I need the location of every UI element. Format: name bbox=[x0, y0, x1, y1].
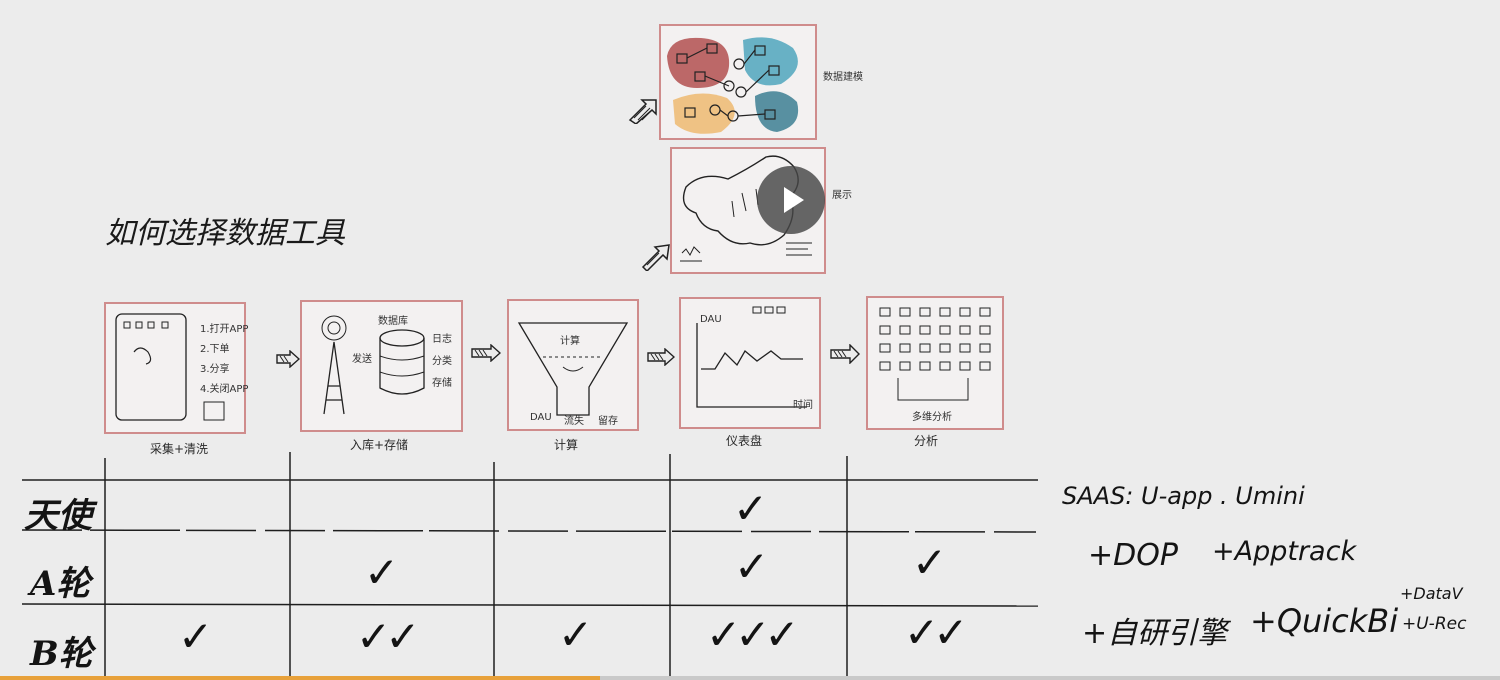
analysis-inner-label: 多维分析 bbox=[912, 412, 952, 423]
data-modeling-label: 数据建模 bbox=[823, 72, 863, 83]
check-b-analysis: ✓✓ bbox=[904, 608, 968, 657]
note-apptrack: +Apptrack bbox=[1212, 536, 1357, 567]
display-label: 展示 bbox=[832, 190, 852, 201]
dashboard-axis-y: DAU bbox=[700, 314, 722, 325]
stage-caption-collect: 采集+清洗 bbox=[150, 442, 209, 456]
store-panel bbox=[300, 300, 463, 432]
note-quickbi: +QuickBi bbox=[1250, 602, 1399, 640]
phone-sketch bbox=[115, 313, 225, 421]
analysis-panel bbox=[866, 296, 1004, 430]
funnel-sketch bbox=[517, 322, 629, 416]
check-b-compute: ✓ bbox=[558, 610, 593, 659]
grid-sketch bbox=[879, 307, 991, 401]
check-b-collect: ✓ bbox=[178, 612, 213, 661]
dashboard-axis-x: 时间 bbox=[793, 400, 813, 411]
video-play-button[interactable] bbox=[757, 166, 825, 234]
note-datav: +DataV bbox=[1400, 584, 1463, 603]
stage-caption-dashboard: 仪表盘 bbox=[726, 434, 763, 448]
phone-step-3: 3.分享 bbox=[200, 364, 230, 375]
dashboard-panel bbox=[679, 297, 821, 429]
note-urec: +U-Rec bbox=[1402, 614, 1467, 634]
stage-caption-analysis: 分析 bbox=[914, 434, 939, 448]
video-progress-bar[interactable] bbox=[0, 676, 1500, 680]
check-angel-dashboard: ✓ bbox=[733, 484, 768, 533]
note-dop: +DOP bbox=[1088, 538, 1178, 573]
collect-clean-panel bbox=[104, 302, 246, 434]
row-label-a-round: A轮 bbox=[30, 564, 91, 604]
phone-step-1: 1.打开APP bbox=[200, 324, 249, 335]
data-modeling-panel bbox=[659, 24, 817, 140]
stage-caption-compute: 计算 bbox=[554, 438, 579, 452]
page-title: 如何选择数据工具 bbox=[105, 216, 345, 251]
row-label-b-round: B轮 bbox=[30, 634, 93, 674]
double-arrow-icon bbox=[647, 348, 675, 366]
table-grid bbox=[21, 452, 1039, 680]
data-modeling-sketch bbox=[667, 37, 799, 134]
store-side-label-2: 分类 bbox=[432, 356, 452, 367]
compute-panel bbox=[507, 299, 639, 431]
check-b-store: ✓✓ bbox=[356, 612, 420, 661]
phone-step-4: 4.关闭APP bbox=[200, 384, 249, 395]
check-a-dashboard: ✓ bbox=[734, 542, 769, 591]
hatched-arrow-icon bbox=[628, 99, 657, 124]
funnel-label: 计算 bbox=[560, 336, 580, 347]
compute-bottom-label-3: 留存 bbox=[598, 416, 618, 427]
tower-label: 发送 bbox=[352, 354, 372, 365]
note-engine: +自研引擎 bbox=[1082, 616, 1228, 651]
stage-caption-store: 入库+存储 bbox=[350, 438, 409, 452]
double-arrow-icon bbox=[471, 344, 501, 362]
phone-step-2: 2.下单 bbox=[200, 344, 230, 355]
row-label-angel: 天使 bbox=[24, 496, 92, 536]
db-label: 数据库 bbox=[378, 316, 408, 327]
check-a-analysis: ✓ bbox=[912, 538, 947, 587]
compute-bottom-label-2: 流失 bbox=[564, 416, 584, 427]
video-progress-fill bbox=[0, 676, 600, 680]
check-a-store: ✓ bbox=[364, 548, 399, 597]
hatched-arrow-icon bbox=[641, 244, 670, 271]
check-b-dashboard: ✓✓✓ bbox=[706, 610, 800, 659]
compute-bottom-label-1: DAU bbox=[530, 412, 552, 423]
line-chart-sketch bbox=[696, 306, 807, 408]
double-arrow-icon bbox=[276, 350, 300, 368]
store-side-label-1: 日志 bbox=[432, 334, 452, 345]
double-arrow-icon bbox=[830, 344, 860, 364]
note-saas: SAAS: U-app . Umini bbox=[1062, 482, 1305, 510]
tower-db-sketch bbox=[321, 315, 425, 415]
store-side-label-3: 存储 bbox=[432, 378, 452, 389]
